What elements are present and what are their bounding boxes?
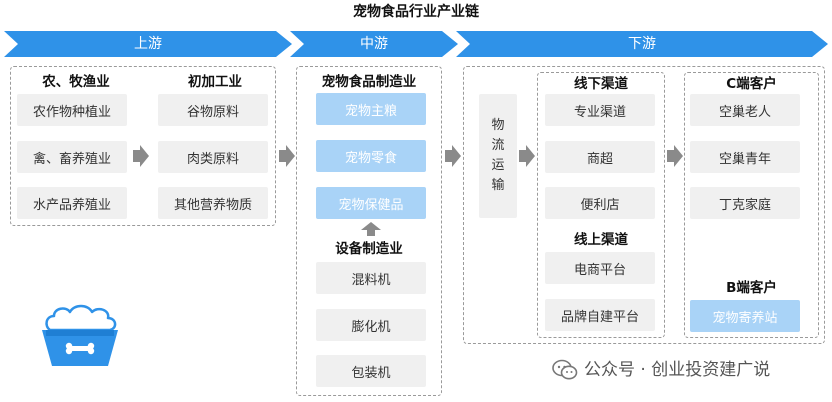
b-customer-item: 宠物寄养站 xyxy=(690,300,800,332)
page-title: 宠物食品行业产业链 xyxy=(353,4,479,20)
upstream-col1-item: 农作物种植业 xyxy=(17,94,127,126)
upstream-group xyxy=(10,66,276,226)
watermark: 公众号 · 创业投资建广说 xyxy=(552,356,832,384)
upstream-banner-label: 上游 xyxy=(134,36,162,52)
upstream-banner-shape xyxy=(4,31,292,57)
upstream-col1-item: 水产品养殖业 xyxy=(17,187,127,219)
logistics-char: 输 xyxy=(491,178,505,193)
offline-channel-item: 便利店 xyxy=(545,187,655,219)
up-arrow-icon xyxy=(361,222,381,236)
midstream-food-item: 宠物零食 xyxy=(316,140,426,172)
c-customers-header: C端客户 xyxy=(726,76,777,92)
midstream-equipment-item: 包装机 xyxy=(316,355,426,387)
downstream-group xyxy=(463,66,825,344)
logistics-char: 物 xyxy=(491,118,505,133)
logistics-char: 运 xyxy=(491,158,505,173)
downstream-banner-label: 下游 xyxy=(628,36,656,52)
offline-channel-header: 线下渠道 xyxy=(574,76,628,92)
right-arrow-icon xyxy=(667,145,683,167)
right-arrow-icon xyxy=(445,145,461,167)
downstream-banner-shape xyxy=(456,31,828,57)
right-arrow-icon xyxy=(519,145,535,167)
stage-banners xyxy=(4,31,828,57)
midstream-food-header: 宠物食品制造业 xyxy=(321,74,417,90)
midstream-equipment-header: 设备制造业 xyxy=(335,241,403,257)
upstream-col2-header: 初加工业 xyxy=(188,74,242,90)
right-arrow-icon xyxy=(133,145,149,167)
upstream-col2-item: 肉类原料 xyxy=(158,141,268,173)
online-channel-header: 线上渠道 xyxy=(574,232,628,248)
logistics-char: 流 xyxy=(491,138,505,153)
offline-channel-item: 商超 xyxy=(545,141,655,173)
online-channel-item: 品牌自建平台 xyxy=(545,299,655,331)
midstream-food-item: 宠物保健品 xyxy=(316,187,426,219)
c-customer-item: 丁克家庭 xyxy=(690,187,800,219)
midstream-equipment-item: 膨化机 xyxy=(316,309,426,341)
c-customer-item: 空巢青年 xyxy=(690,141,800,173)
midstream-food-item: 宠物主粮 xyxy=(316,93,426,125)
channels-group xyxy=(537,72,665,338)
midstream-equipment-item: 混料机 xyxy=(316,262,426,294)
wechat-icon xyxy=(552,359,578,380)
upstream-col1-item: 禽、畜养殖业 xyxy=(17,141,127,173)
upstream-col1-header: 农、牧渔业 xyxy=(42,74,110,90)
pet-food-bowl-icon xyxy=(42,304,118,366)
watermark-text: 公众号 · 创业投资建广说 xyxy=(584,360,771,380)
midstream-banner-shape xyxy=(290,31,458,57)
c-customer-item: 空巢老人 xyxy=(690,94,800,126)
midstream-banner-label: 中游 xyxy=(360,36,388,52)
right-arrow-icon xyxy=(279,145,295,167)
b-customers-header: B端客户 xyxy=(726,280,777,296)
midstream-group xyxy=(296,66,442,396)
upstream-col2-item: 谷物原料 xyxy=(158,94,268,126)
logistics-box: 物 流 运 输 xyxy=(479,94,517,218)
customers-group xyxy=(684,72,819,338)
online-channel-item: 电商平台 xyxy=(545,252,655,284)
offline-channel-item: 专业渠道 xyxy=(545,94,655,126)
upstream-col2-item: 其他营养物质 xyxy=(158,187,268,219)
